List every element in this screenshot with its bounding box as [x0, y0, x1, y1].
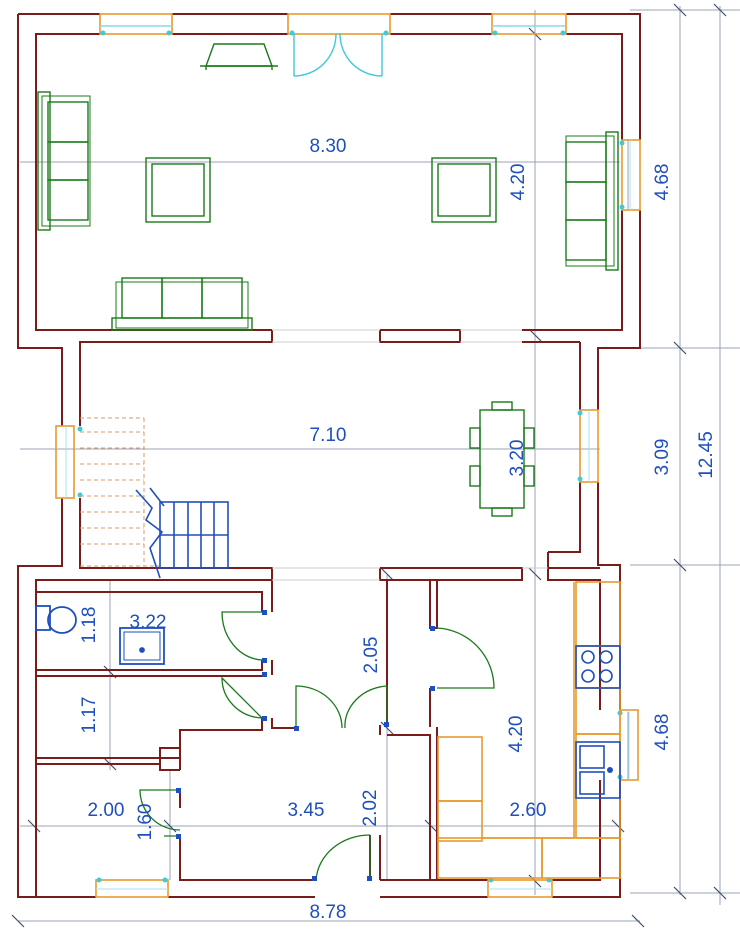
- window-corners: [77, 30, 625, 883]
- dim-bedroom-door: 1.60: [135, 804, 156, 841]
- cooktop: [575, 645, 621, 689]
- sink: [575, 741, 621, 799]
- armchair-right: [431, 157, 497, 223]
- terrace-double-door: [293, 33, 383, 77]
- dim-living-right-window: 4.68: [652, 164, 673, 201]
- kitchen-appliances: [575, 645, 621, 799]
- dim-kitchen-right-window: 4.68: [652, 714, 673, 751]
- dim-kitchen-width: 2.60: [510, 800, 547, 821]
- interior-doors: [139, 611, 495, 881]
- dim-lobby-depth: 2.02: [360, 790, 381, 827]
- dim-total-height: 12.45: [696, 431, 717, 479]
- window-glass: [65, 140, 631, 890]
- dim-lobby-width: 3.45: [288, 800, 325, 821]
- dim-hall-width: 7.10: [310, 425, 347, 446]
- dim-bedroom-width: 2.00: [88, 800, 125, 821]
- dimension-lines: [18, 6, 740, 922]
- door-jamb-marks: [176, 610, 435, 881]
- bottom-sofa: [111, 277, 253, 331]
- living-furniture: [37, 43, 619, 331]
- dim-hall-right: 3.09: [652, 439, 673, 476]
- dim-kitchen-depth: 4.20: [506, 716, 527, 753]
- dim-room-small-depth: 1.17: [79, 697, 100, 734]
- stairs: [80, 417, 229, 579]
- wc-fixtures: [35, 605, 165, 665]
- armchair-left: [145, 157, 211, 223]
- kitchen-counters: [437, 581, 621, 879]
- left-sofa: [37, 91, 91, 231]
- dimension-ticks: [11, 3, 727, 928]
- dim-hall-depth: 3.20: [507, 440, 528, 477]
- openings: [272, 329, 548, 581]
- right-sofa: [565, 131, 619, 271]
- dim-living-width: 8.30: [310, 136, 347, 157]
- dim-total-width: 8.78: [310, 902, 347, 923]
- dim-wc-width: 3.22: [130, 612, 167, 633]
- washbasin: [119, 627, 165, 665]
- dim-corridor-depth: 2.05: [361, 637, 382, 674]
- tv-stand: [205, 43, 273, 67]
- toilet-bowl: [47, 606, 77, 634]
- dimension-labels: 8.30 4.20 4.68 7.10 3.20 3.09 12.45 1.18…: [79, 136, 717, 923]
- dim-living-depth: 4.20: [508, 164, 529, 201]
- dim-wc-depth: 1.18: [79, 607, 100, 644]
- dining-set: [469, 401, 535, 517]
- toilet-tank: [35, 605, 51, 631]
